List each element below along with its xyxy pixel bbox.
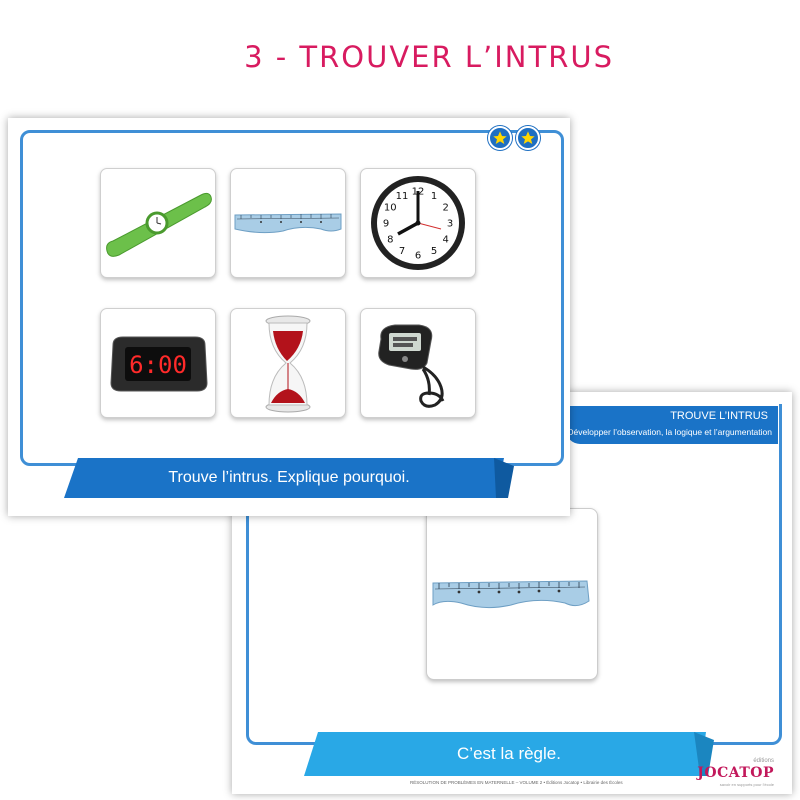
logo-tagline: savoir en supports pour l’école [719,782,774,787]
answer-card-header: TROUVE L’INTRUS Développer l’observation… [566,406,778,444]
answer-banner-text: C’est la règle. [457,744,561,763]
clock-number: 11 [396,191,409,202]
tile-ruler[interactable] [230,168,346,278]
clock-number: 1 [431,191,437,202]
star-icon [488,126,512,150]
tile-wall-clock[interactable]: 121234567891011 [360,168,476,278]
difficulty-stars [488,126,540,150]
question-card: 121234567891011 6:00 [8,118,570,516]
clock-number: 5 [431,246,437,257]
answer-tile [426,508,598,680]
clock-number: 6 [415,251,421,262]
ruler-image [432,580,590,609]
clock-number: 7 [399,246,405,257]
question-banner-text: Trouve l’intrus. Explique pourquoi. [168,469,410,486]
clock-number: 4 [443,235,449,246]
header-title: TROUVE L’INTRUS [670,410,768,422]
logo-small: éditions [753,758,774,764]
clock-number: 10 [384,203,397,214]
hourglass-image [265,315,311,413]
clock-number: 2 [443,203,449,214]
clock-number: 9 [383,219,389,230]
page-heading: 3 - TROUVER L’INTRUS [244,40,614,74]
slap-watch-image [106,192,212,257]
tile-hourglass[interactable] [230,308,346,418]
clock-number: 8 [387,235,393,246]
tile-alarm-clock[interactable]: 6:00 [100,308,216,418]
stopwatch-image [378,324,445,408]
star-icon [516,126,540,150]
tile-slap-watch[interactable] [100,168,216,278]
wall-clock-image: 121234567891011 [371,176,465,270]
tile-stopwatch[interactable] [360,308,476,418]
question-banner: Trouve l’intrus. Explique pourquoi. [64,458,514,498]
answer-banner: C’est la règle. [304,732,714,776]
logo-name: JOCATOP [697,765,774,781]
footer-text: RÉSOLUTION DE PROBLÈMES EN MATERNELLE – … [410,780,623,785]
header-subtitle: Développer l’observation, la logique et … [567,427,772,437]
alarm-display: 6:00 [129,351,187,379]
ruler-image [234,213,342,234]
jocatop-logo: éditions JOCATOP savoir en supports pour… [697,758,774,787]
alarm-clock-image: 6:00 [110,336,208,392]
clock-number: 3 [447,219,453,230]
